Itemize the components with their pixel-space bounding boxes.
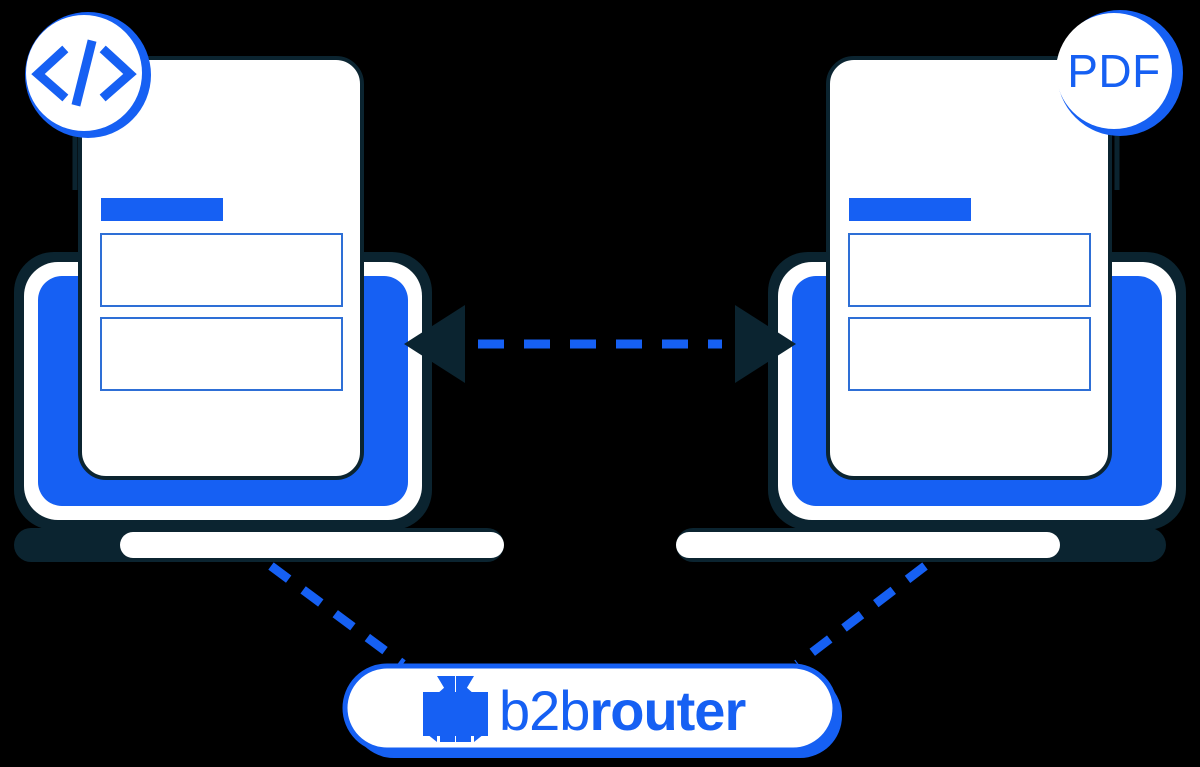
brand-text-light: b2b bbox=[499, 679, 589, 742]
xml-invoice-document bbox=[78, 56, 364, 480]
code-icon bbox=[31, 39, 137, 107]
left-laptop-base-inner bbox=[120, 532, 504, 558]
bidirectional-conversion-connector bbox=[404, 305, 796, 383]
right-document-heading-bar bbox=[849, 198, 971, 221]
left-link-line bbox=[268, 562, 406, 668]
pdf-badge-face bbox=[1056, 13, 1172, 129]
pdf-badge: PDF bbox=[1056, 10, 1183, 190]
left-document-field-row-2 bbox=[100, 317, 343, 391]
b2brouter-logo-pill[interactable]: b2brouter bbox=[342, 663, 842, 758]
brand-text-bold: router bbox=[589, 679, 745, 742]
right-document-field-row-1 bbox=[848, 233, 1091, 307]
right-laptop-base-inner bbox=[676, 532, 1060, 558]
pdf-invoice-document bbox=[826, 56, 1112, 480]
left-document-heading-bar bbox=[101, 198, 223, 221]
left-document-field-row-1 bbox=[100, 233, 343, 307]
right-document-field-row-2 bbox=[848, 317, 1091, 391]
arrow-left-icon bbox=[404, 305, 465, 383]
pdf-badge-label: PDF bbox=[1067, 45, 1161, 97]
arrow-right-icon bbox=[735, 305, 796, 383]
b2brouter-mark-icon bbox=[423, 676, 488, 742]
right-link-line bbox=[794, 562, 928, 668]
code-badge bbox=[25, 12, 151, 190]
brand-pill-wordmark: b2brouter bbox=[499, 679, 745, 742]
